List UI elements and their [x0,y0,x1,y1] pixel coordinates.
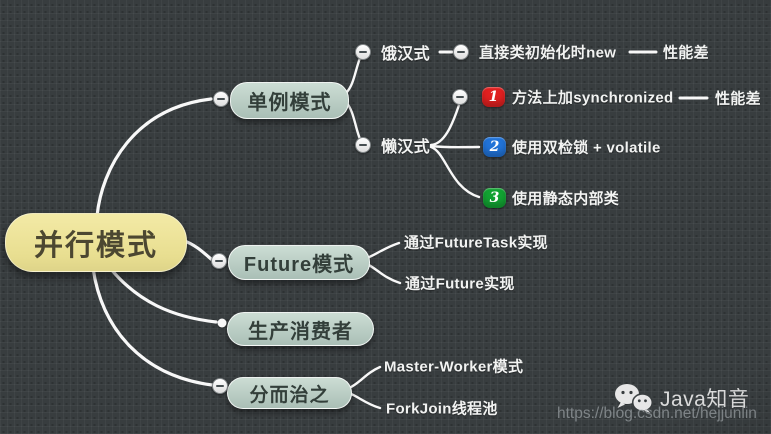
branch-divide-and-conquer[interactable]: 分而治之 [227,377,352,409]
collapse-minus-icon[interactable] [355,137,371,153]
minus-bar [359,50,367,54]
topic-lazy-double-check[interactable]: 使用双检锁 + volatile [512,139,661,157]
minus-bar [216,384,224,388]
priority-badge-2: 2 [483,137,506,157]
topic-eager-performance[interactable]: 性能差 [663,44,709,62]
minus-bar [217,97,225,101]
minus-bar [457,50,465,54]
collapse-minus-icon[interactable] [355,44,371,60]
minus-bar [359,143,367,147]
connector-future-impl [365,262,402,285]
connector-divide-masterworker [347,365,382,390]
topic-forkjoin-pool[interactable]: ForkJoin线程池 [386,400,498,418]
watermark-brand-text: Java知音 [660,388,750,411]
branch-singleton[interactable]: 单例模式 [230,82,349,119]
connector-lazy-item2 [429,144,481,149]
topic-futuretask-impl[interactable]: 通过FutureTask实现 [404,234,548,252]
connector-singleton-eager [344,56,362,95]
collapse-minus-icon[interactable] [212,378,228,394]
root-topic-label: 并行模式 [33,229,158,262]
topic-future-impl[interactable]: 通过Future实现 [405,275,515,293]
topic-lazy-singleton[interactable]: 懒汉式 [381,139,430,156]
watermark-brand: Java知音 [614,383,749,413]
minus-bar [456,95,464,99]
collapse-minus-icon[interactable] [213,91,229,107]
topic-master-worker[interactable]: Master-Worker模式 [384,358,524,376]
wechat-icon [615,384,654,413]
connector-root-singleton [95,97,213,218]
topic-lazy-static-inner-class[interactable]: 使用静态内部类 [512,190,620,208]
connector-root-divide [91,266,214,387]
connector-root-producer [108,266,218,324]
connector-future-task [365,241,401,260]
connector-end-dot [217,318,227,328]
branch-future[interactable]: Future模式 [228,245,370,280]
branch-producer-consumer-label: 生产消费者 [248,320,353,343]
collapse-minus-icon[interactable] [453,44,469,60]
topic-eager-impl[interactable]: 直接类初始化时new [479,44,617,62]
priority-badge-1: 1 [482,87,505,107]
connector-singleton-lazy [344,100,362,141]
priority-badge-3: 3 [483,188,506,208]
branch-divide-and-conquer-label: 分而治之 [249,384,330,406]
connector-divide-forkjoin [347,391,382,410]
collapse-minus-icon[interactable] [452,89,468,105]
topic-lazy-synchronized[interactable]: 方法上加synchronized [512,89,674,107]
connector-lazy-item3 [429,145,481,199]
branch-future-label: Future模式 [243,254,355,276]
topic-eager-singleton[interactable]: 饿汉式 [381,46,430,63]
watermark-url: https://blog.csdn.net/hejjunlin [557,405,757,422]
collapse-minus-icon[interactable] [211,253,227,269]
minus-bar [215,259,223,263]
branch-singleton-label: 单例模式 [247,92,332,114]
root-topic-parallel-patterns[interactable]: 并行模式 [5,213,187,272]
branch-producer-consumer[interactable]: 生产消费者 [227,312,374,346]
connector-lazy-item1 [429,103,461,147]
topic-lazy-performance[interactable]: 性能差 [715,90,761,108]
